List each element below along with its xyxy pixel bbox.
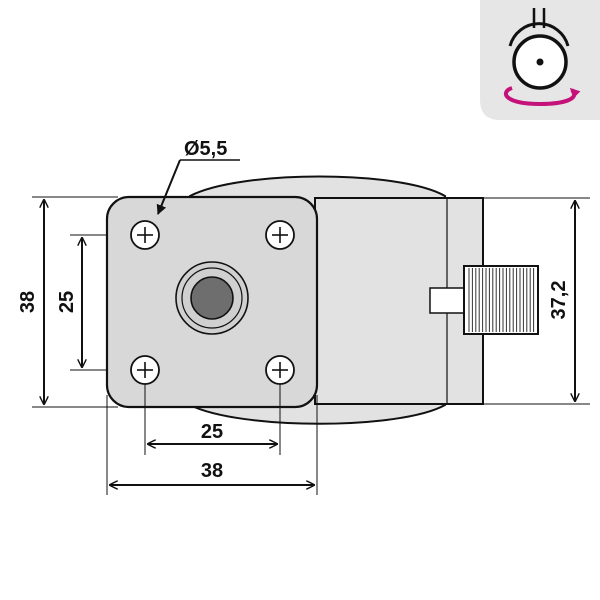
dimension-lines (44, 200, 575, 485)
swivel-badge (480, 0, 600, 120)
center-hub (175, 261, 249, 335)
label-plate-height-holes: 25 (56, 291, 78, 313)
label-plate-width-outer: 38 (201, 460, 223, 482)
mounting-hole (130, 220, 160, 250)
mounting-holes (130, 220, 295, 385)
label-hole-diameter: Ø5,5 (184, 138, 227, 160)
swivel-caster-rotation-icon (504, 8, 581, 107)
label-plate-width-holes: 25 (201, 421, 223, 443)
mounting-hole (265, 220, 295, 250)
hole-diameter-leader (156, 159, 240, 215)
brake-knob (429, 265, 539, 335)
extension-lines (32, 196, 590, 495)
knurl-lines (468, 268, 535, 332)
label-wheel-diameter: 37,2 (548, 281, 570, 320)
mounting-hole (130, 355, 160, 385)
mounting-hole (265, 355, 295, 385)
label-plate-height-outer: 38 (17, 291, 39, 313)
